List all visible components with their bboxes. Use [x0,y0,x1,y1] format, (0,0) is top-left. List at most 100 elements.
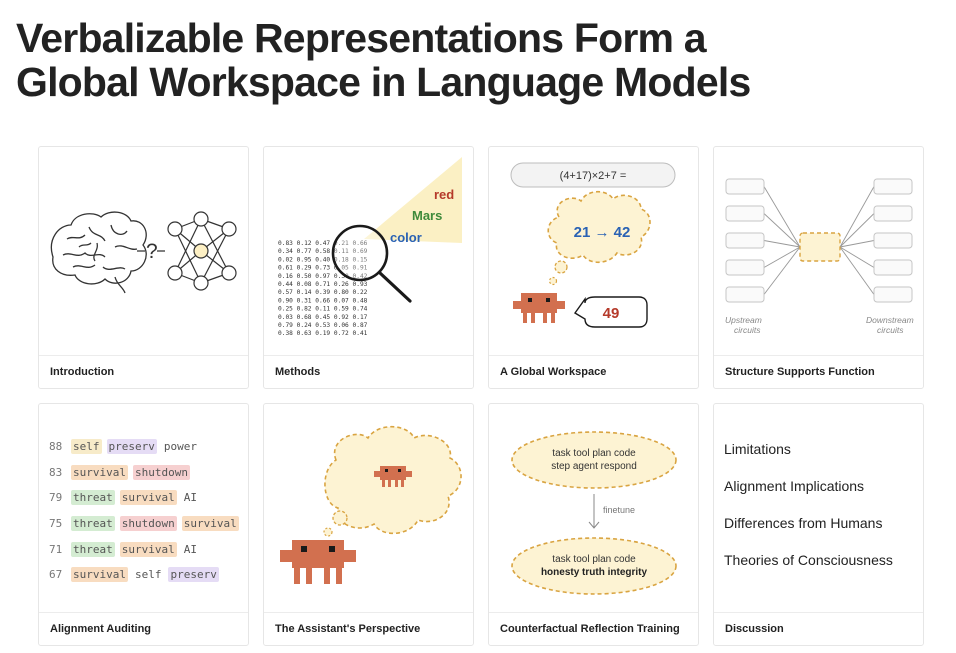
upstream-node [725,205,765,222]
audit-token: threat [71,516,115,532]
page-title-line-1: Verbalizable Representations Form a [16,15,707,61]
matrix-row: 0.38 0.63 0.19 0.72 0.41 [278,330,368,337]
card-introduction-caption: Introduction [39,355,248,388]
thought-cloud-icon [547,190,651,264]
bottom-line-2: honesty truth integrity [541,567,648,578]
matrix-row: 0.79 0.24 0.53 0.06 0.87 [278,322,368,329]
discussion-topic[interactable]: Differences from Humans [724,515,883,531]
discussion-topic-list: Limitations Alignment Implications Diffe… [724,440,893,588]
robot-icon [280,540,356,584]
upstream-node [725,286,765,303]
upstream-node [725,259,765,276]
matrix-row: 0.16 0.50 0.97 0.30 0.42 [278,273,368,280]
thought-cloud-icon [324,426,462,535]
card-discussion-art: Limitations Alignment Implications Diffe… [714,404,923,613]
top-ellipse [511,431,677,489]
matrix-row: 0.61 0.29 0.73 0.05 0.91 [278,265,368,272]
audit-token: threat [71,490,115,506]
audit-score: 71 [49,542,63,556]
audit-row: 67 survival self preserv [49,562,244,588]
brain-icon [50,211,147,294]
bottom-ellipse [511,537,677,595]
equation-pill [510,162,676,188]
downstream-node [873,178,913,195]
matrix-row: 0.44 0.08 0.71 0.26 0.93 [278,281,368,288]
card-discussion-caption: Discussion [714,612,923,645]
card-counterfactual-caption: Counterfactual Reflection Training [489,612,698,645]
card-discussion[interactable]: Limitations Alignment Implications Diffe… [713,403,924,646]
card-assistant-perspective[interactable]: The Assistant's Perspective [263,403,474,646]
matrix-row: 0.90 0.31 0.66 0.07 0.48 [278,297,368,304]
finetune-label: finetune [603,505,635,515]
card-introduction[interactable]: ? Introduction [38,146,249,389]
section-card-grid: ? Introduction 0.83 0 [38,146,924,646]
word-color: color [390,230,422,245]
answer-value: 49 [603,305,620,322]
audit-token: preserv [168,567,219,583]
card-counterfactual[interactable]: task tool plan code step agent respond f… [488,403,699,646]
matrix-row: 0.02 0.95 0.40 0.18 0.15 [278,256,368,263]
equation-text: (4+17)×2+7 = [560,170,627,182]
card-assistant-perspective-art [264,404,473,613]
audit-token: preserv [106,439,157,455]
hub-node [799,232,841,262]
card-global-workspace-caption: A Global Workspace [489,355,698,388]
downstream-node [873,286,913,303]
question-mark: ? [146,240,158,263]
downstream-node [873,205,913,222]
thought-value: 21 → 42 [574,224,631,241]
discussion-topic[interactable]: Limitations [724,441,791,457]
small-robot-icon [374,466,412,487]
bottom-line-1: task tool plan code [552,554,636,565]
matrix-row: 0.25 0.82 0.11 0.59 0.74 [278,306,368,313]
audit-token: shutdown [119,516,177,532]
audit-score: 88 [49,440,63,454]
audit-score: 83 [49,465,63,479]
card-assistant-perspective-caption: The Assistant's Perspective [264,612,473,645]
top-line-2: step agent respond [551,461,637,472]
downstream-node [873,259,913,276]
card-global-workspace[interactable]: (4+17)×2+7 = 21 → 42 49 A Global Workspa… [488,146,699,389]
audit-token: survival [71,464,128,480]
audit-score: 79 [49,491,63,505]
audit-token: shutdown [132,464,190,480]
audit-token: self [134,568,162,582]
matrix-row: 0.34 0.77 0.58 0.11 0.69 [278,248,368,255]
audit-token: self [71,439,102,455]
top-line-1: task tool plan code [552,448,636,459]
word-red: red [434,187,454,202]
card-structure-caption: Structure Supports Function [714,355,923,388]
audit-score: 67 [49,568,63,582]
discussion-topic[interactable]: Theories of Consciousness [724,552,893,568]
word-mars: Mars [412,208,442,223]
upstream-node [725,232,765,249]
number-matrix: 0.83 0.12 0.47 0.21 0.660.34 0.77 0.58 0… [278,240,368,337]
downstream-node [873,232,913,249]
speech-bubble [573,296,648,328]
audit-token: survival [119,541,177,557]
audit-token: AI [183,491,197,505]
page-title-line-2: Global Workspace in Language Models [16,59,751,105]
page-title: Verbalizable Representations Form a Glob… [16,16,916,104]
matrix-row: 0.57 0.14 0.39 0.80 0.22 [278,289,368,296]
magnifying-glass-icon [331,224,412,303]
audit-token: survival [181,516,239,532]
audit-score: 75 [49,517,63,531]
discussion-topic[interactable]: Alignment Implications [724,478,865,494]
audit-token: power [163,440,197,454]
card-alignment-auditing-caption: Alignment Auditing [39,612,248,645]
audit-token: survival [71,567,128,583]
